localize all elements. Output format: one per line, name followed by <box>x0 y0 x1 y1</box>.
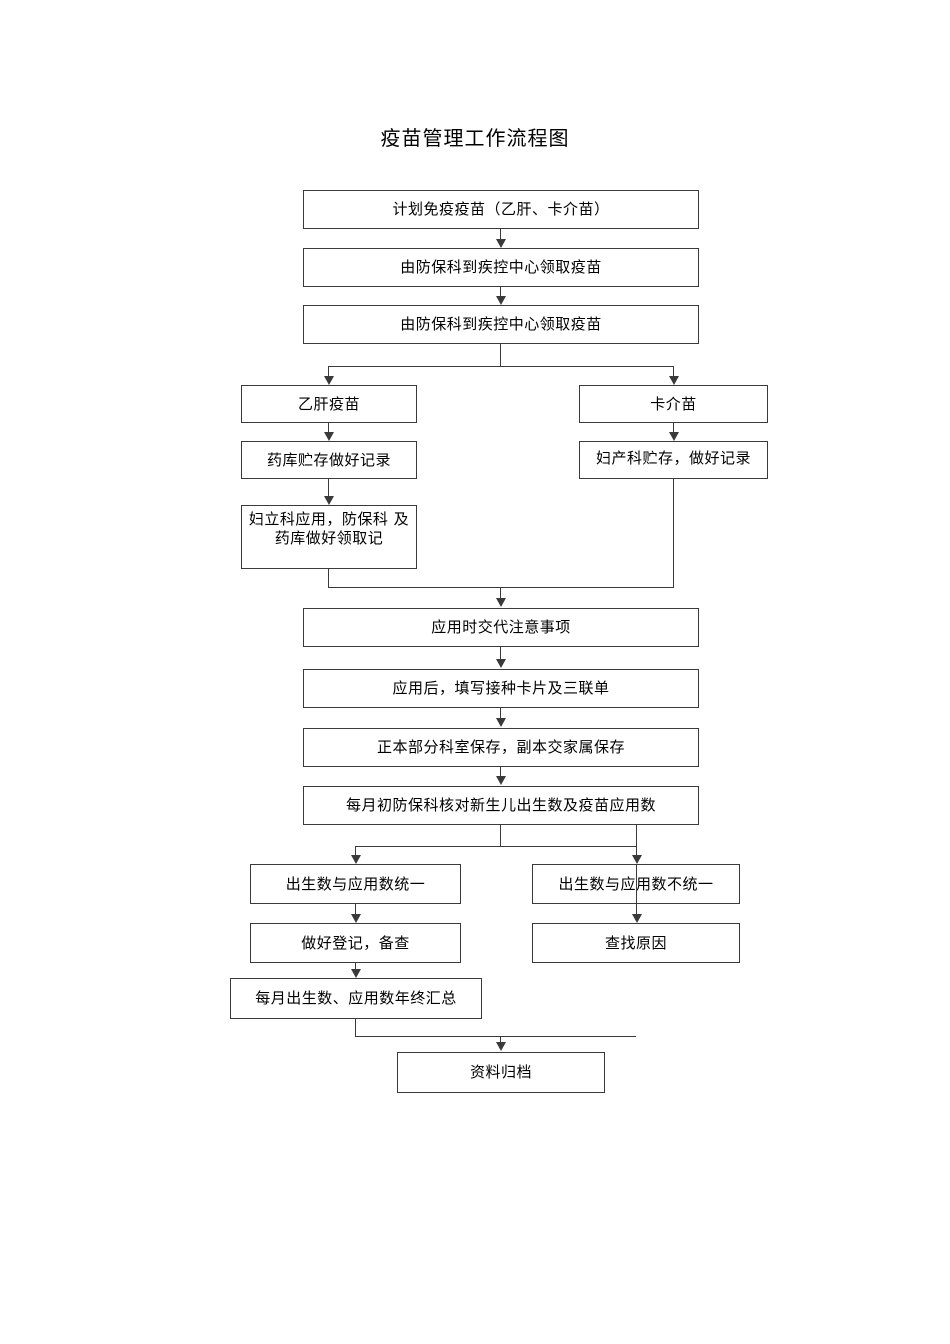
connector-n12-split-stem <box>500 825 501 846</box>
connector-n15-n17 <box>355 963 356 969</box>
arrowhead-n13-n15 <box>351 914 361 923</box>
connector-n12-right-drop <box>636 825 637 855</box>
flow-node-label: 药库贮存做好记录 <box>266 450 391 469</box>
flow-node-counts-match: 出生数与应用数统一 <box>250 864 461 904</box>
arrowhead-n10-n11 <box>496 718 506 727</box>
flow-node-label: 出生数与应用数不统一 <box>558 874 714 893</box>
connector-split-right-drop <box>673 366 674 376</box>
page-title: 疫苗管理工作流程图 <box>380 126 570 150</box>
connector-split-left-drop <box>328 366 329 376</box>
flow-node-label: 卡介苗 <box>650 394 697 413</box>
connector-n17-to-n18 <box>500 1036 501 1042</box>
flow-node-obstetrics-storage-record: 妇产科贮存，做好记录 <box>579 441 768 479</box>
connector-n3-split-stem <box>500 344 501 366</box>
flow-node-label: 查找原因 <box>604 933 667 952</box>
flow-node-label: 由防保科到疾控中心领取疫苗 <box>400 315 602 333</box>
arrowhead-n17-n18 <box>496 1042 506 1051</box>
flow-node-fill-vaccination-card: 应用后，填写接种卡片及三联单 <box>303 669 699 708</box>
flow-node-collect-vaccine-cdc-1: 由防保科到疾控中心领取疫苗 <box>303 248 699 287</box>
arrowhead-n3-n5 <box>669 376 679 385</box>
arrowhead-n12-n14 <box>632 855 642 864</box>
connector-n10-n11 <box>500 708 501 718</box>
arrowhead-n6-n8 <box>324 496 334 505</box>
flow-node-bcg-vaccine: 卡介苗 <box>579 385 768 423</box>
connector-n17-drop <box>355 1019 356 1036</box>
arrowhead-n11-n12 <box>496 776 506 785</box>
arrowhead-merge-n9 <box>496 598 506 607</box>
flow-node-label: 计划免疫疫苗（乙肝、卡介苗） <box>392 200 610 218</box>
connector-n14-n16 <box>636 864 637 914</box>
flow-node-label: 由防保科到疾控中心领取疫苗 <box>400 258 602 276</box>
flow-node-pharmacy-storage-record: 药库贮存做好记录 <box>241 441 417 479</box>
arrowhead-n1-n2 <box>496 239 506 248</box>
flow-node-label: 每月初防保科核对新生儿出生数及疫苗应用数 <box>345 796 656 814</box>
connector-n13-n15 <box>355 904 356 914</box>
connector-n6-n8 <box>328 479 329 496</box>
flow-node-label: 妇产科贮存，做好记录 <box>595 449 751 467</box>
flow-node-label: 妇立科应用，防保科 及药库做好领取记 <box>248 510 410 547</box>
connector-n8-merge-horizontal <box>328 587 501 588</box>
flow-node-label: 正本部分科室保存，副本交家属保存 <box>376 738 625 756</box>
flow-node-original-copy-storage: 正本部分科室保存，副本交家属保存 <box>303 728 699 767</box>
flow-node-label: 做好登记，备查 <box>301 933 410 952</box>
flow-node-label: 每月出生数、应用数年终汇总 <box>255 989 457 1007</box>
connector-split-bar <box>328 366 673 367</box>
connector-n2-n3 <box>500 287 501 296</box>
connector-n7-merge-horizontal <box>500 587 674 588</box>
connector-n9-n10 <box>500 647 501 659</box>
arrowhead-n4-n6 <box>324 432 334 441</box>
flow-node-label: 乙肝疫苗 <box>297 394 360 413</box>
arrowhead-n5-n7 <box>669 432 679 441</box>
flow-node-find-cause: 查找原因 <box>532 923 740 963</box>
flow-node-department-use-and-pharmacy-record: 妇立科应用，防保科 及药库做好领取记 <box>241 505 417 569</box>
flow-node-hepatitis-b-vaccine: 乙肝疫苗 <box>241 385 417 423</box>
flow-node-label: 应用时交代注意事项 <box>431 618 571 636</box>
arrowhead-n3-n4 <box>324 376 334 385</box>
arrowhead-n14-n16 <box>632 914 642 923</box>
flow-node-collect-vaccine-cdc-2: 由防保科到疾控中心领取疫苗 <box>303 305 699 344</box>
flow-node-label: 出生数与应用数统一 <box>285 874 426 893</box>
arrowhead-n2-n3 <box>496 296 506 305</box>
flow-node-planned-immunization-vaccine: 计划免疫疫苗（乙肝、卡介苗） <box>303 190 699 229</box>
connector-n12-split-bar <box>355 846 636 847</box>
flow-node-label: 应用后，填写接种卡片及三联单 <box>392 679 610 697</box>
flow-node-annual-summary: 每月出生数、应用数年终汇总 <box>230 978 482 1019</box>
connector-n12-left-drop <box>355 846 356 855</box>
connector-n17-horizontal <box>355 1036 636 1037</box>
connector-merge-to-n9 <box>500 587 501 598</box>
arrowhead-n15-n17 <box>351 969 361 978</box>
flow-node-explain-precautions: 应用时交代注意事项 <box>303 608 699 647</box>
connector-n7-merge-drop <box>673 479 674 587</box>
connector-n1-n2 <box>500 229 501 240</box>
connector-n4-n6 <box>328 423 329 432</box>
arrowhead-n12-n13 <box>351 855 361 864</box>
flow-node-monthly-reconciliation: 每月初防保科核对新生儿出生数及疫苗应用数 <box>303 786 699 825</box>
flow-node-archive-documents: 资料归档 <box>397 1052 605 1093</box>
connector-n5-n7 <box>673 423 674 432</box>
arrowhead-n9-n10 <box>496 659 506 668</box>
connector-n11-n12 <box>500 767 501 776</box>
connector-n8-merge-drop <box>328 569 329 587</box>
flow-node-label: 资料归档 <box>469 1063 532 1081</box>
flow-node-register-for-reference: 做好登记，备查 <box>250 923 461 963</box>
